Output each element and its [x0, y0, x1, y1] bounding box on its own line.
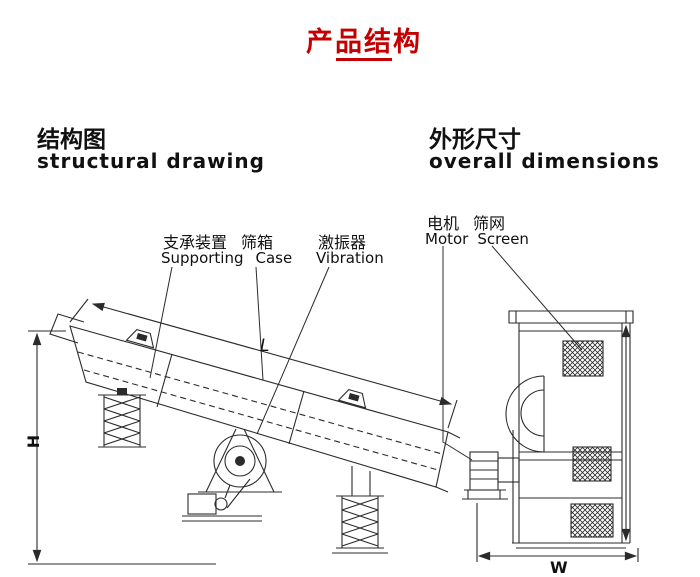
leader-lines-right: [442, 245, 583, 461]
leader-lines-left: [149, 266, 330, 435]
motor: [462, 451, 520, 500]
dimension-l-lines: [69, 298, 458, 429]
label-vibration-en: Vibration: [316, 249, 384, 267]
structural-drawing: [28, 266, 461, 565]
label-motor-screen-cn: 电机 筛网: [427, 210, 505, 234]
label-motor-en: Motor: [425, 230, 469, 248]
left-heading-cn: 结构图: [37, 127, 106, 153]
label-supporting-en: Supporting: [161, 249, 244, 267]
label-motor-cn: 电机: [427, 214, 460, 233]
label-case-en: Case: [255, 249, 293, 267]
right-heading-cn: 外形尺寸: [429, 127, 521, 153]
label-supporting-cn: 支承装置: [163, 233, 228, 252]
support-spring-right: [332, 466, 388, 554]
title-underline: [336, 58, 392, 61]
right-heading-en: overall dimensions: [429, 149, 660, 173]
label-screen-en: Screen: [477, 230, 529, 248]
label-supporting-case-cn: 支承装置 筛箱: [163, 229, 273, 253]
dimension-w-label: W: [550, 558, 568, 577]
left-heading-en: structural drawing: [37, 149, 265, 173]
label-screen-cn: 筛网: [473, 214, 506, 233]
dimension-h-label: H: [24, 434, 44, 449]
mounting-lug: [125, 328, 155, 349]
mounting-lug: [337, 388, 367, 409]
label-supporting-case-en: Supporting Case: [161, 249, 292, 267]
vibration-exciter: [182, 428, 282, 522]
overall-dimensions-drawing: [442, 245, 639, 562]
support-spring-left: [98, 388, 146, 448]
screen-box: [49, 313, 461, 493]
dimension-h-lines: [28, 330, 216, 565]
dimension-l-label: L: [260, 336, 270, 356]
dimension-w-lines: [476, 503, 639, 562]
screen-mesh: [562, 340, 614, 538]
page-title: 产品结构: [306, 27, 422, 58]
label-motor-screen-en: Motor Screen: [425, 230, 529, 248]
label-case-cn: 筛箱: [241, 233, 274, 252]
label-vibration-cn: 激振器: [318, 233, 367, 252]
